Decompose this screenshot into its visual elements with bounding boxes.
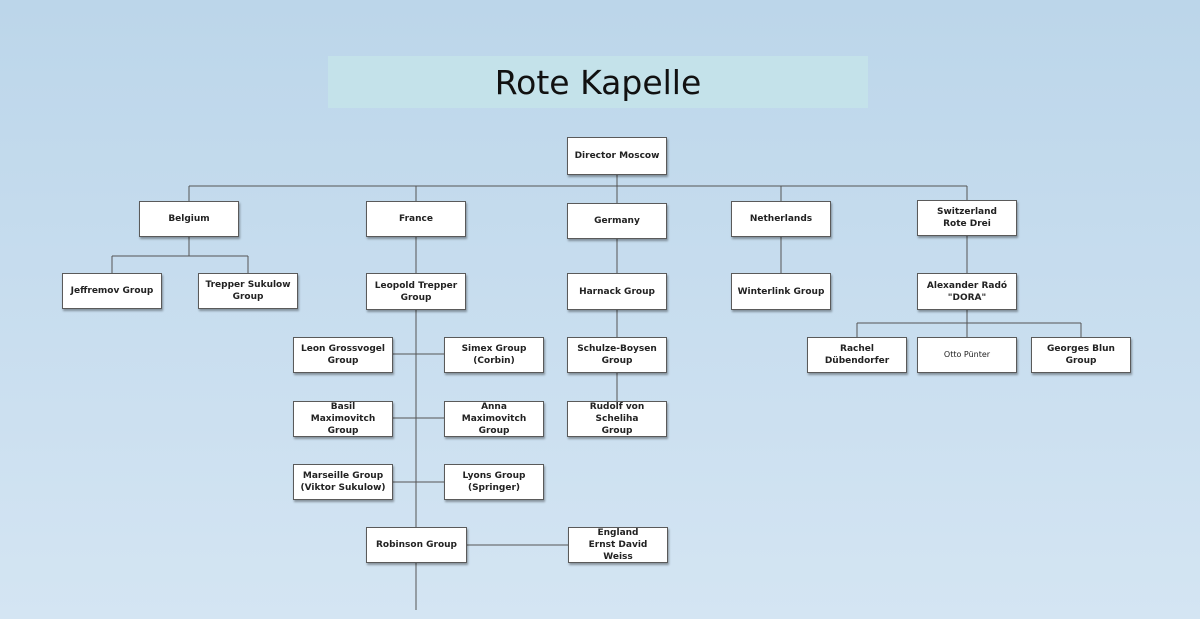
node-winterlink-group: Winterlink Group — [731, 273, 831, 310]
node-trepper-sukulow-group: Trepper Sukulow Group — [198, 273, 298, 309]
node-otto-punter: Otto Pünter — [917, 337, 1017, 373]
node-marseille-group: Marseille Group (Viktor Sukulow) — [293, 464, 393, 500]
node-leon-grossvogel-group: Leon Grossvogel Group — [293, 337, 393, 373]
node-lyons-group: Lyons Group (Springer) — [444, 464, 544, 500]
node-georges-blun-group: Georges Blun Group — [1031, 337, 1131, 373]
node-switzerland: Switzerland Rote Drei — [917, 200, 1017, 236]
node-anna-maximovitch-group: Anna Maximovitch Group — [444, 401, 544, 437]
node-belgium: Belgium — [139, 201, 239, 237]
node-basil-maximovitch-group: Basil Maximovitch Group — [293, 401, 393, 437]
node-rachel-dubendorfer: Rachel Dübendorfer — [807, 337, 907, 373]
diagram-title: Rote Kapelle — [494, 62, 702, 102]
node-jeffremov-group: Jeffremov Group — [62, 273, 162, 309]
node-france: France — [366, 201, 466, 237]
node-robinson-group: Robinson Group — [366, 527, 467, 563]
node-leopold-trepper-group: Leopold Trepper Group — [366, 273, 466, 310]
node-england: England Ernst David Weiss — [568, 527, 668, 563]
node-rudolf-von-scheliha-group: Rudolf von Scheliha Group — [567, 401, 667, 437]
node-harnack-group: Harnack Group — [567, 273, 667, 310]
node-schulze-boysen-group: Schulze-Boysen Group — [567, 337, 667, 373]
node-simex-group: Simex Group (Corbin) — [444, 337, 544, 373]
node-director-moscow: Director Moscow — [567, 137, 667, 175]
title-band — [328, 56, 868, 108]
node-germany: Germany — [567, 203, 667, 239]
node-netherlands: Netherlands — [731, 201, 831, 237]
node-alexander-rado: Alexander Radó "DORA" — [917, 273, 1017, 310]
